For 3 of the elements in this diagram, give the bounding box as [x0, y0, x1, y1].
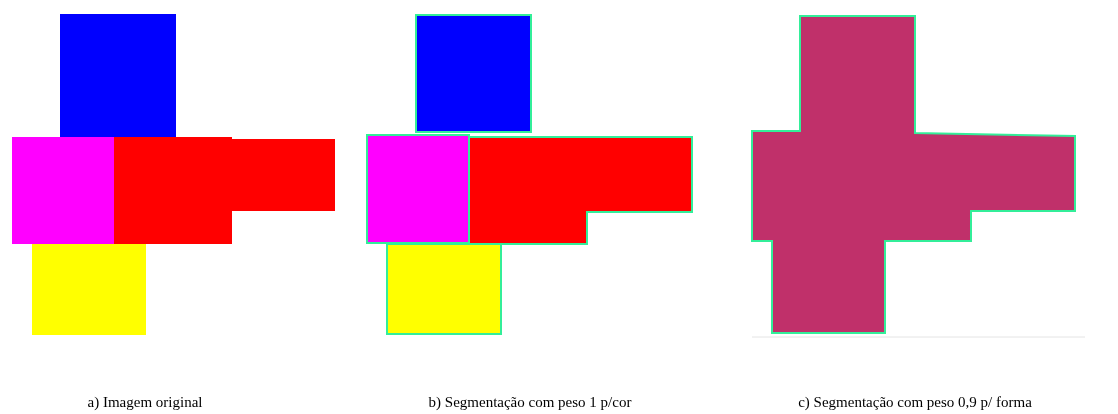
caption: a) Imagem original	[87, 394, 203, 411]
caption: b) Segmentação com peso 1 p/cor	[428, 394, 632, 411]
caption: c) Segmentação com peso 0,9 p/ forma	[798, 394, 1032, 411]
